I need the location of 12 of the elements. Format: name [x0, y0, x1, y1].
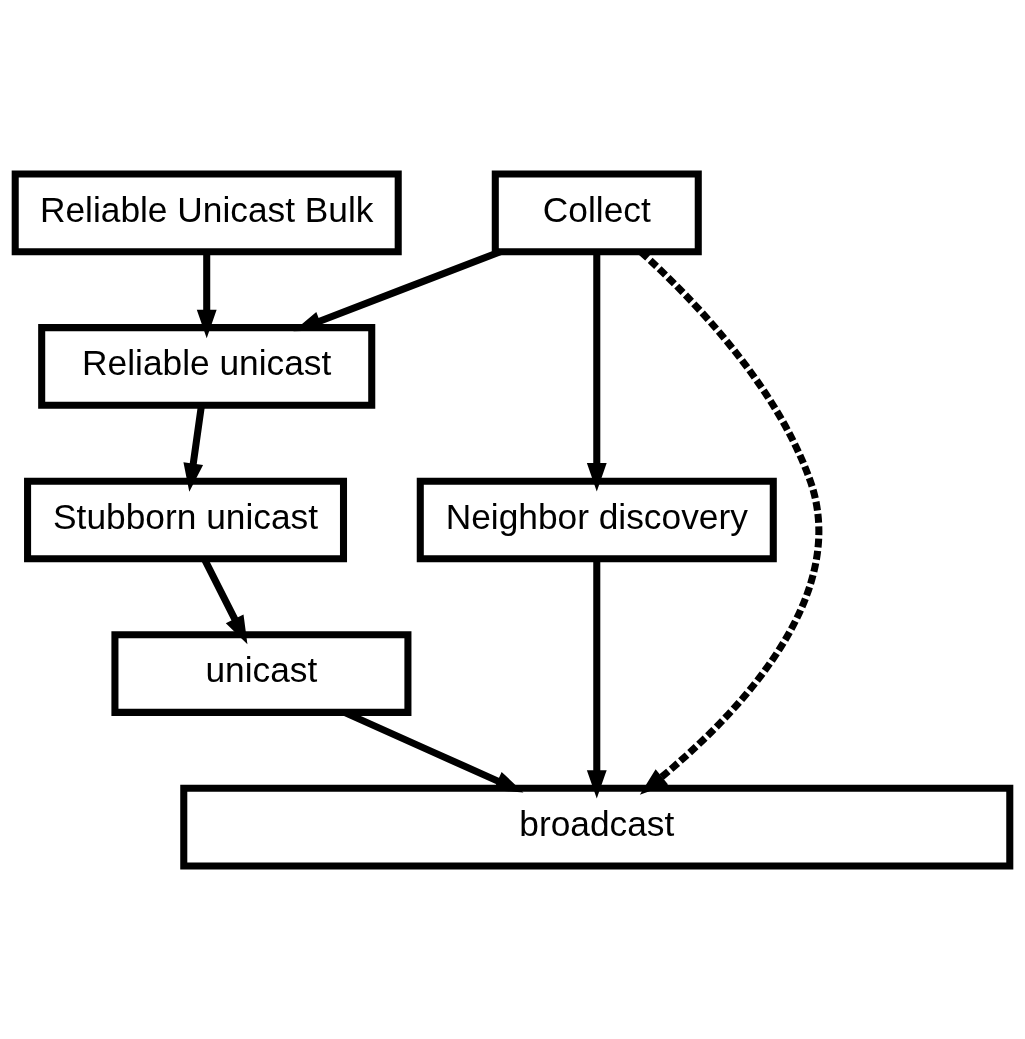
- arrow: [586, 251, 607, 491]
- node-box: Reliable unicast: [38, 323, 376, 409]
- node-box: broadcast: [180, 784, 1014, 869]
- arrow: [638, 248, 823, 795]
- arrow: [196, 251, 217, 338]
- node-box: unicast: [111, 630, 412, 716]
- arrow: [342, 708, 524, 793]
- node-box: Reliable Unicast Bulk: [11, 170, 402, 255]
- node-box: Neighbor discovery: [416, 477, 777, 562]
- node-box: Collect: [491, 170, 702, 255]
- node-box: Stubborn unicast: [24, 477, 348, 562]
- arrow: [293, 247, 502, 331]
